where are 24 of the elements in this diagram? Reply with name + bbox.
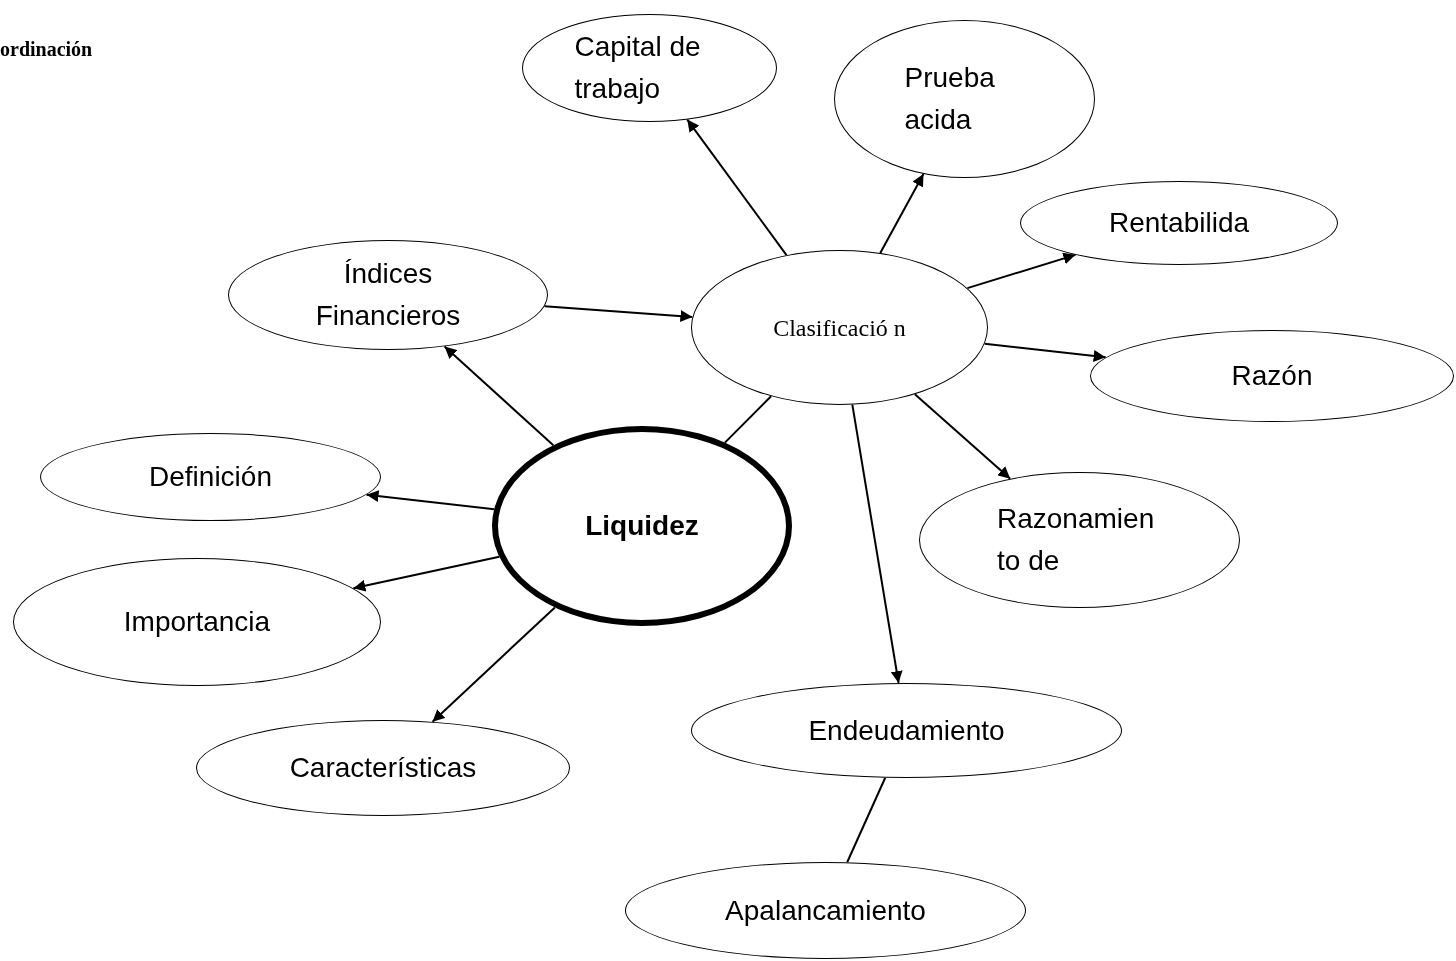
connector-line — [723, 395, 773, 444]
node-label: Razón — [1231, 359, 1313, 393]
node-label: Importancia — [123, 605, 271, 639]
arrow — [443, 345, 555, 447]
arrow — [966, 252, 1077, 290]
arrow — [851, 403, 903, 685]
node-label: Endeudamiento — [808, 713, 1005, 748]
arrow — [879, 173, 925, 254]
arrow — [686, 118, 788, 257]
node-label: Clasificació n — [773, 313, 906, 343]
connector-line — [846, 776, 887, 864]
node-label: Rentabilida — [1108, 206, 1250, 240]
node-label: Índices Financieros — [314, 257, 462, 333]
node-label: Liquidez — [585, 509, 699, 543]
title: ordinación — [0, 38, 93, 61]
node-label: Capital de trabajo — [574, 30, 702, 106]
node-label: Prueba acida — [904, 61, 996, 137]
node-label: Características — [289, 751, 477, 785]
arrow — [431, 606, 556, 723]
node-label: Definición — [149, 460, 272, 494]
node-label: Apalancamiento — [725, 893, 926, 928]
node-label: Razonamien to de — [997, 502, 1156, 578]
arrow — [543, 305, 694, 323]
arrow — [913, 393, 1012, 480]
